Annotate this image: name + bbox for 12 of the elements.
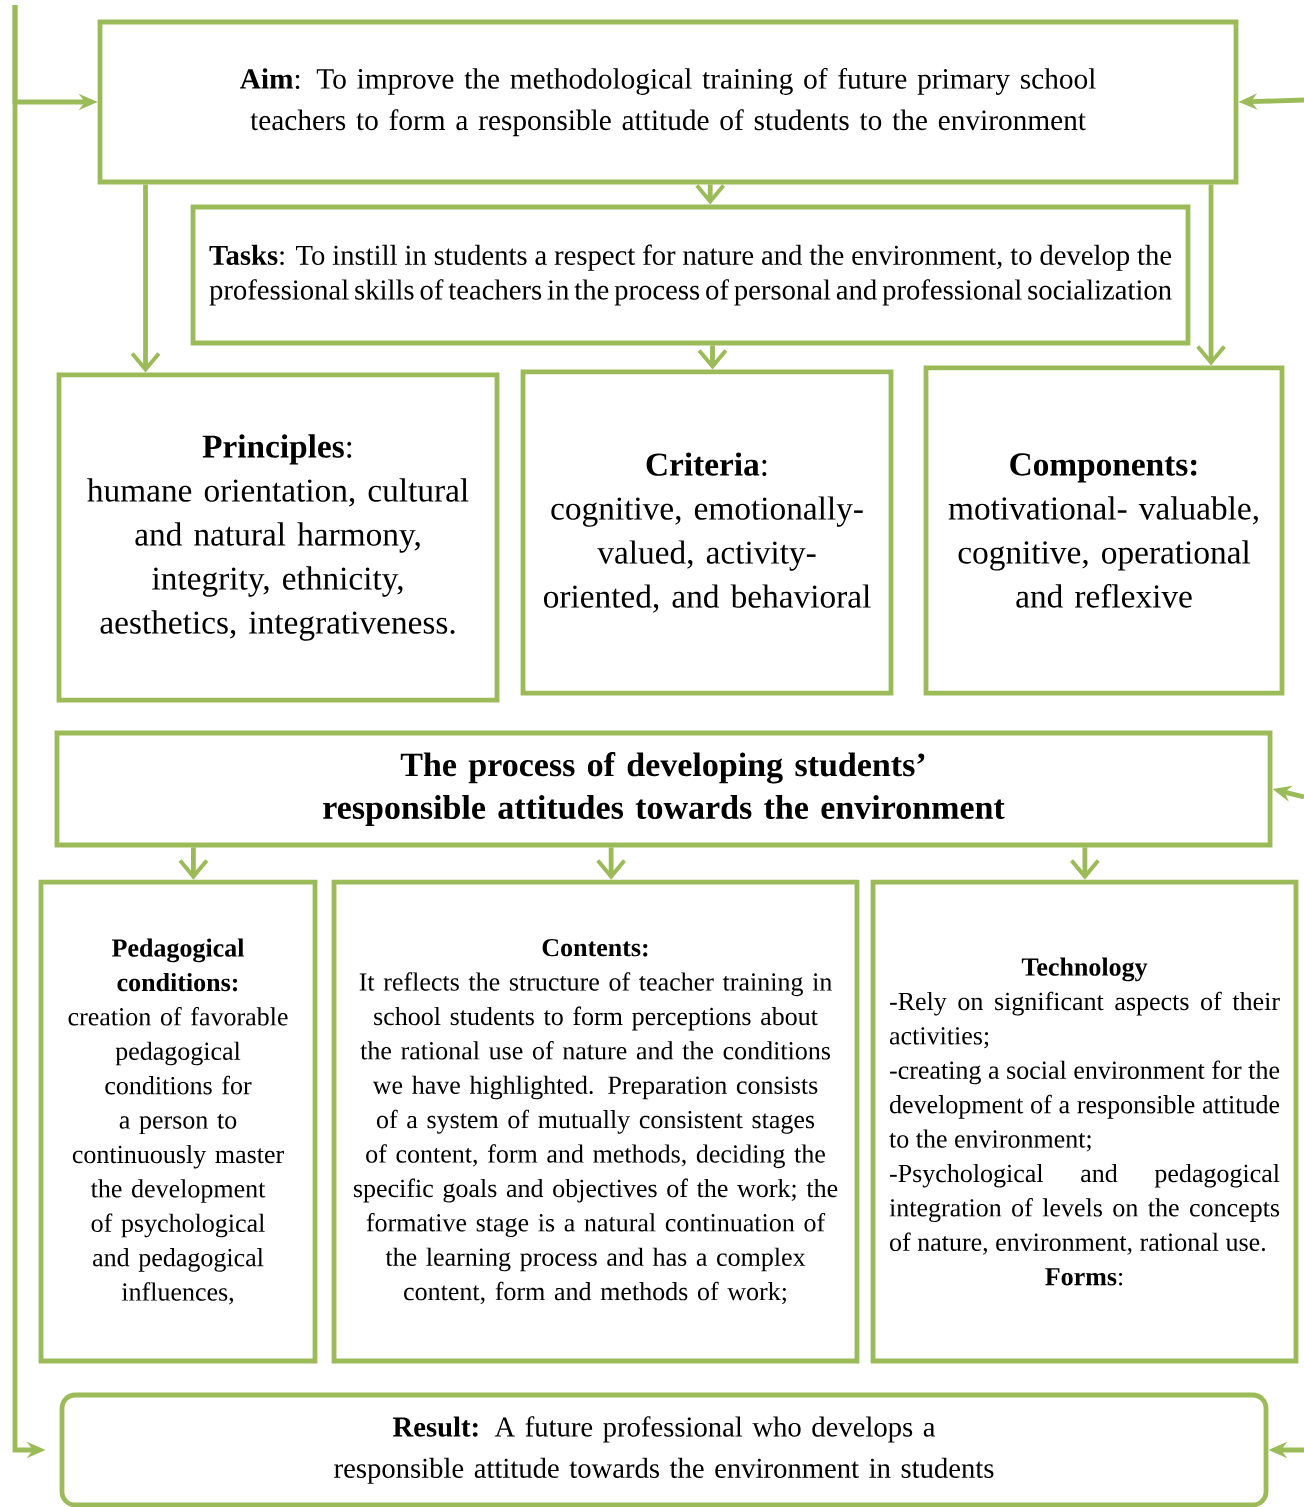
process-box: The process of developing students’ responsible attitudes towards the environment <box>54 730 1273 848</box>
conditions-box: Pedagogical conditions: creation of favorable pedagogical conditions for a person to continuously master the development of psychological and pedagogical influences, <box>38 879 318 1364</box>
arrow <box>130 184 161 373</box>
result-box: Result: A future professional who develops a responsible attitude towards the environment in students <box>59 1392 1269 1507</box>
arrow <box>1196 184 1226 366</box>
contents-box: Contents: It reflects the structure of teacher training in school students to form perceptions about the rational use of nature and the conditions we have highlighted. Preparation consists of a system of mutually consistent stages of content, form and methods, deciding the specific goals and objectives of the work; the formative stage is a natural continuation of the learning process and has a complex content, form and methods of work; <box>331 879 860 1364</box>
technology-box: Technology -Rely on significant aspects of their activities; -creating a social environment for the development of a responsible attitude to the environment; -Psychological and pedagogical integration of levels on the concepts of nature, environment, rational use. Forms: <box>870 879 1299 1364</box>
components-box: Components: motivational- valuable, cognitive, operational and reflexive <box>923 365 1285 696</box>
aim-box: Aim: To improve the methodological training of future primary school teachers to form a responsible attitude of students to the environment <box>97 19 1239 185</box>
principles-box: Principles: humane orientation, cultural and natural harmony, integrity, ethnicity, aesthetics, integrativeness. <box>56 372 500 703</box>
tasks-box: Tasks: To instill in students a respect for nature and the environment, to develop the professional skills of teachers in the process of personal and professional socialization <box>190 204 1191 346</box>
criteria-box: Criteria: cognitive, emotionally-valued, activity-oriented, and behavioral <box>520 369 894 696</box>
